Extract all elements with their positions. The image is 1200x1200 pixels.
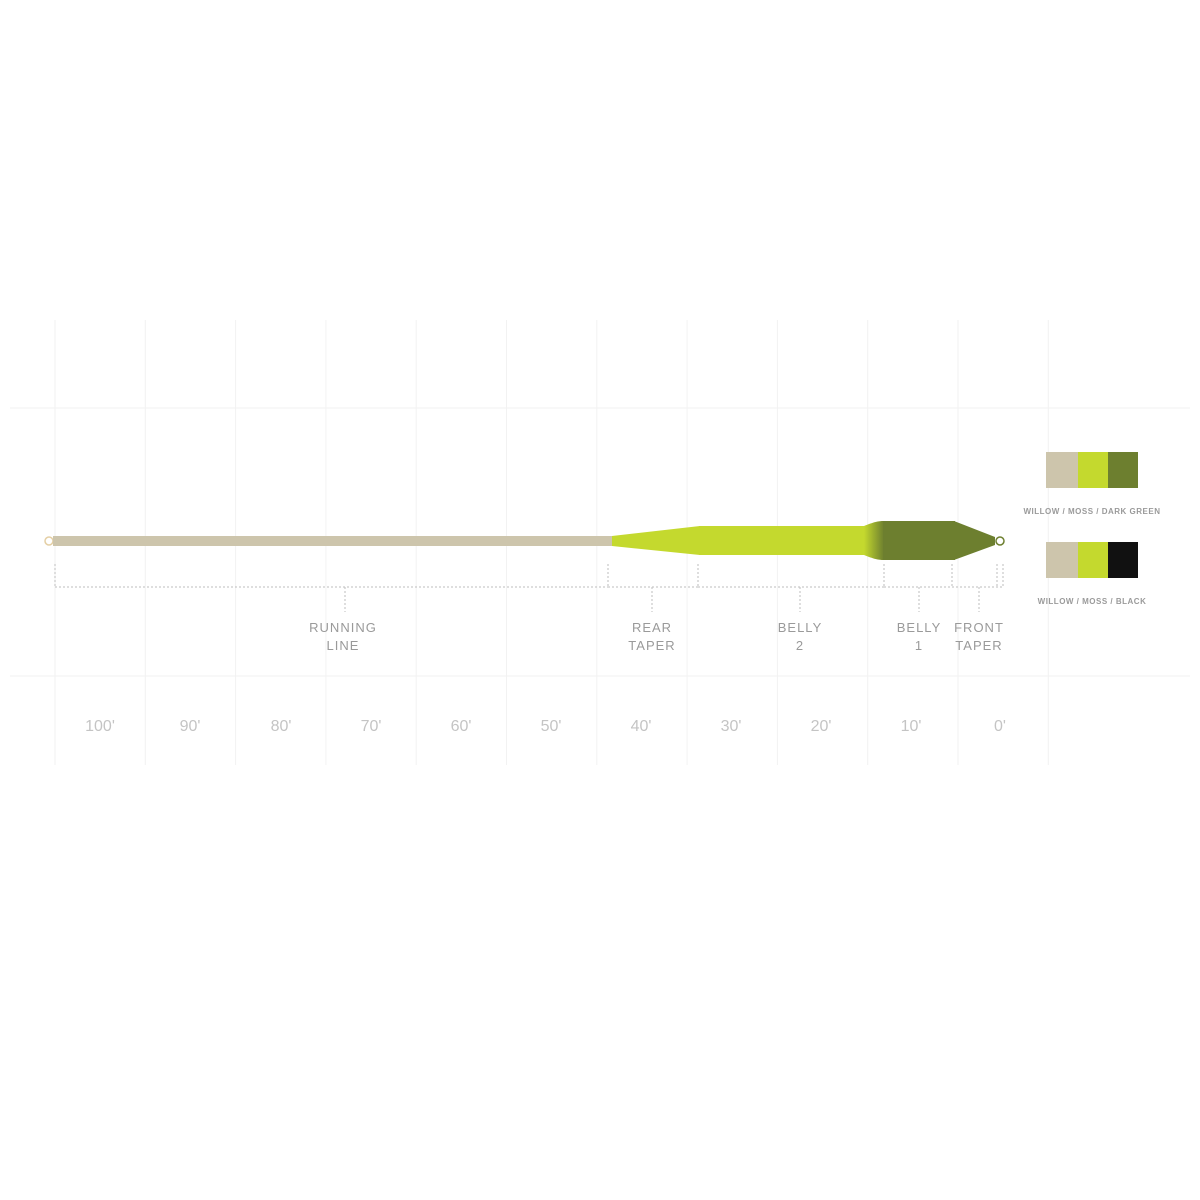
- color-options: WILLOW / MOSS / DARK GREEN WILLOW / MOSS…: [1024, 452, 1161, 606]
- rear-taper-label-2: TAPER: [628, 638, 675, 653]
- front-taper-segment: [954, 521, 995, 560]
- belly-1-segment: [883, 521, 955, 560]
- segment-brackets: [54, 564, 1004, 612]
- swatch-black: [1108, 542, 1138, 578]
- distance-label-70: 70': [361, 718, 382, 735]
- distance-label-40: 40': [631, 718, 652, 735]
- swatch-moss: [1078, 452, 1108, 488]
- color-option-dark-green[interactable]: WILLOW / MOSS / DARK GREEN: [1024, 452, 1161, 516]
- belly-2-label-2: 2: [796, 638, 804, 653]
- running-line-segment: [53, 536, 613, 546]
- rear-taper-label-1: REAR: [632, 620, 672, 635]
- distance-label-30: 30': [721, 718, 742, 735]
- belly-2-bracket: [698, 564, 885, 612]
- running-line-bracket: [54, 564, 609, 612]
- belly-transition: [864, 521, 884, 560]
- belly-2-label-1: BELLY: [778, 620, 823, 635]
- running-line-label-1: RUNNING: [309, 620, 377, 635]
- swatch-willow: [1046, 452, 1078, 488]
- color-option-label: WILLOW / MOSS / DARK GREEN: [1024, 507, 1161, 516]
- swatch-willow: [1046, 542, 1078, 578]
- distance-label-80: 80': [271, 718, 292, 735]
- swatch-dark-green: [1108, 452, 1138, 488]
- color-option-label: WILLOW / MOSS / BLACK: [1038, 597, 1147, 606]
- distance-label-20: 20': [811, 718, 832, 735]
- distance-label-90: 90': [180, 718, 201, 735]
- distance-label-50: 50': [541, 718, 562, 735]
- distance-label-60: 60': [451, 718, 472, 735]
- running-line-label-2: LINE: [327, 638, 360, 653]
- belly-1-label-2: 1: [915, 638, 923, 653]
- distance-scale: 100' 90' 80' 70' 60' 50' 40' 30' 20' 10'…: [85, 718, 1006, 735]
- belly-1-bracket: [884, 564, 953, 612]
- belly-2-segment: [699, 526, 865, 555]
- rear-taper-segment: [612, 526, 700, 555]
- fly-line-profile: [44, 521, 1005, 560]
- color-option-black[interactable]: WILLOW / MOSS / BLACK: [1038, 542, 1147, 606]
- swatch-moss: [1078, 542, 1108, 578]
- front-taper-label-1: FRONT: [954, 620, 1004, 635]
- front-loop-icon: [995, 536, 1005, 546]
- belly-1-label-1: BELLY: [897, 620, 942, 635]
- rear-loop-icon: [44, 536, 54, 546]
- distance-label-10: 10': [901, 718, 922, 735]
- distance-label-0: 0': [994, 718, 1006, 735]
- rear-taper-bracket: [608, 564, 699, 612]
- front-taper-label-2: TAPER: [955, 638, 1002, 653]
- segment-labels: RUNNING LINE REAR TAPER BELLY 2 BELLY 1 …: [309, 620, 1004, 653]
- front-taper-bracket: [952, 564, 1004, 612]
- distance-label-100: 100': [85, 718, 115, 735]
